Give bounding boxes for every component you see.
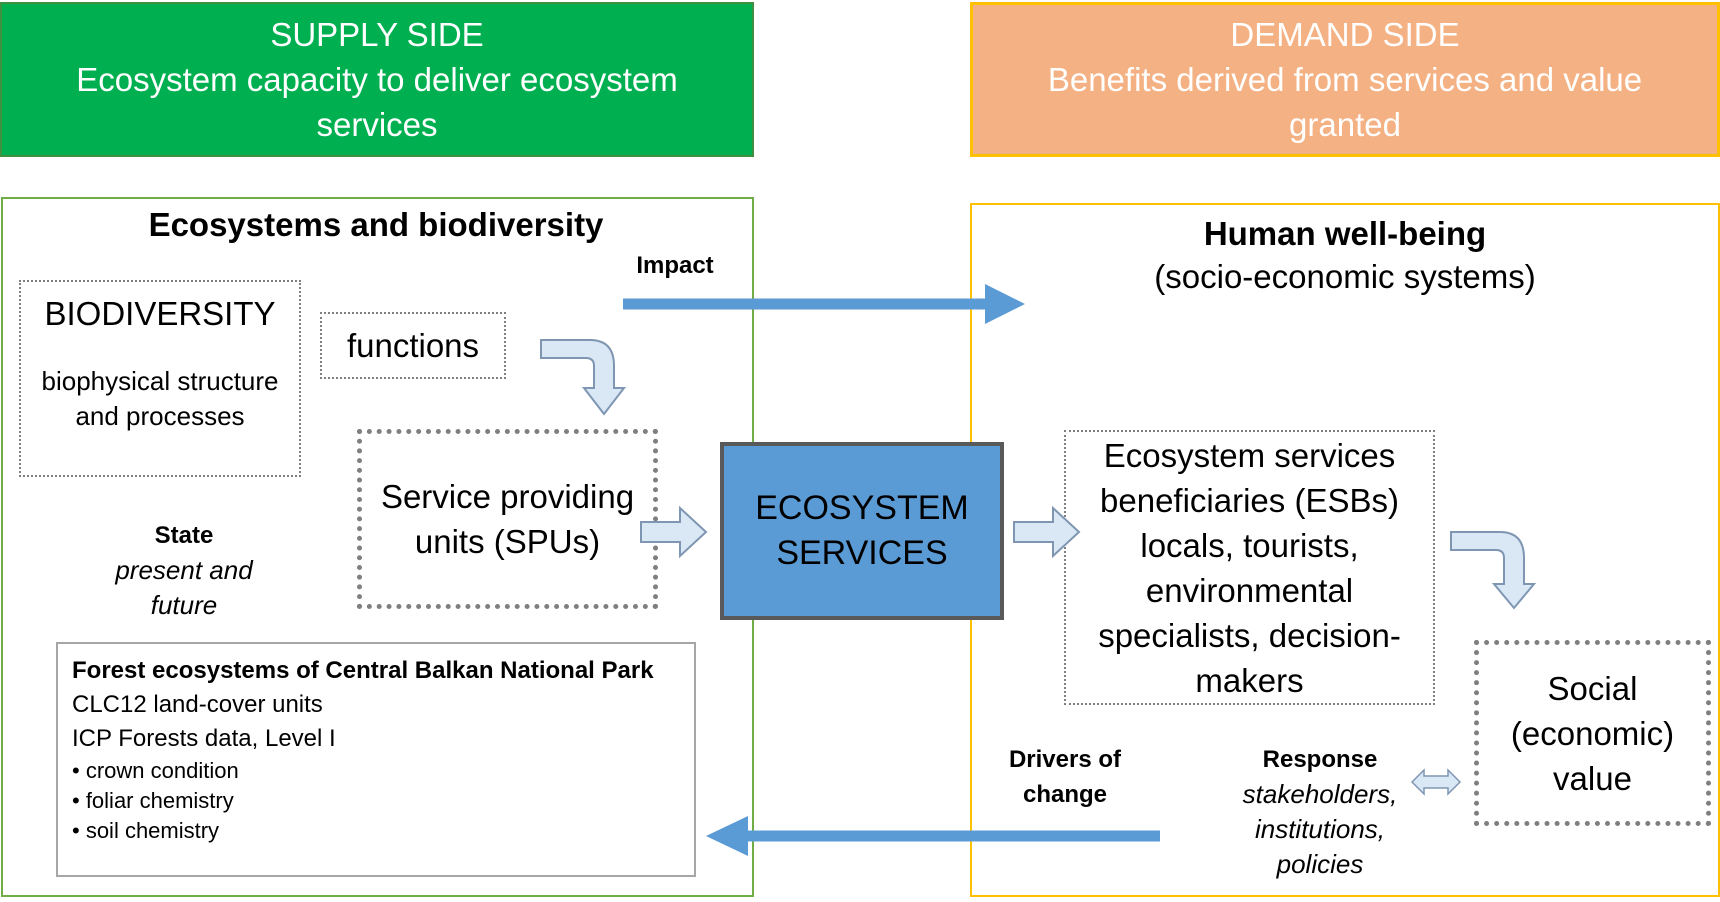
demand-side-desc-line2: granted — [1289, 106, 1401, 143]
esb-box: Ecosystem services beneficiaries (ESBs) … — [1064, 430, 1435, 705]
demand-side-header: DEMAND SIDE Benefits derived from servic… — [970, 2, 1720, 157]
state-line2: future — [150, 590, 218, 620]
state-label: State — [154, 522, 214, 549]
spu-line1: Service providing — [380, 478, 635, 515]
social-value-line: value — [1553, 759, 1632, 797]
forest-line1: CLC12 land-cover units — [72, 691, 323, 718]
response-line2: institutions, — [1254, 814, 1386, 844]
response-label: Response — [1262, 746, 1378, 773]
functions-label: functions — [346, 326, 480, 364]
biodiversity-line1: biophysical structure — [41, 366, 279, 396]
ecosystems-title: Ecosystems and biodiversity — [148, 206, 604, 243]
state-line1: present and — [115, 555, 253, 585]
esb-line: beneficiaries (ESBs) — [1100, 481, 1399, 519]
esb-line: environmental — [1145, 571, 1354, 609]
response-line3: policies — [1276, 849, 1364, 879]
ecosystem-services-line1: ECOSYSTEM — [755, 489, 969, 527]
esb-line: makers — [1195, 661, 1304, 699]
response-line1: stakeholders, — [1242, 779, 1398, 809]
drivers-line1: Drivers of — [1008, 746, 1122, 773]
impact-label: Impact — [636, 252, 714, 279]
forest-data-box: Forest ecosystems of Central Balkan Nati… — [56, 642, 696, 877]
social-value-line: Social — [1547, 669, 1638, 707]
esb-line: specialists, decision- — [1098, 616, 1401, 654]
spu-line2: units (SPUs) — [414, 523, 601, 560]
demand-side-title: DEMAND SIDE — [1230, 16, 1460, 53]
social-value-line: (economic) — [1510, 714, 1675, 752]
biodiversity-title: BIODIVERSITY — [44, 295, 276, 332]
esb-line: Ecosystem services — [1103, 436, 1396, 474]
supply-side-desc-line1: Ecosystem capacity to deliver ecosystem — [76, 61, 678, 98]
biodiversity-box: BIODIVERSITY biophysical structure and p… — [19, 280, 301, 477]
functions-box: functions — [320, 312, 506, 379]
drivers-of-change: Drivers of change — [990, 742, 1140, 812]
social-value-box: Social (economic) value — [1474, 640, 1711, 826]
spu-box: Service providing units (SPUs) — [357, 429, 658, 609]
drivers-line2: change — [1022, 781, 1108, 808]
forest-bullet: • crown condition — [72, 758, 239, 783]
esb-line: locals, tourists, — [1140, 526, 1359, 564]
forest-heading: Forest ecosystems of Central Balkan Nati… — [72, 657, 654, 684]
forest-bullet: • soil chemistry — [72, 818, 220, 843]
supply-side-header: SUPPLY SIDE Ecosystem capacity to delive… — [0, 2, 754, 157]
ecosystem-services-line2: SERVICES — [776, 534, 948, 572]
state-block: State present and future — [92, 518, 276, 623]
supply-side-desc-line2: services — [316, 106, 438, 143]
human-wellbeing-subtitle: (socio-economic systems) — [1154, 258, 1536, 295]
ecosystem-services-box: ECOSYSTEM SERVICES — [720, 442, 1004, 620]
forest-bullet: • foliar chemistry — [72, 788, 234, 813]
supply-side-title: SUPPLY SIDE — [270, 16, 484, 53]
response-block: Response stakeholders, institutions, pol… — [1222, 742, 1418, 882]
demand-side-desc-line1: Benefits derived from services and value — [1047, 61, 1643, 98]
biodiversity-line2: and processes — [75, 401, 245, 431]
forest-line2: ICP Forests data, Level I — [72, 725, 336, 752]
human-wellbeing-title: Human well-being — [1203, 215, 1487, 252]
